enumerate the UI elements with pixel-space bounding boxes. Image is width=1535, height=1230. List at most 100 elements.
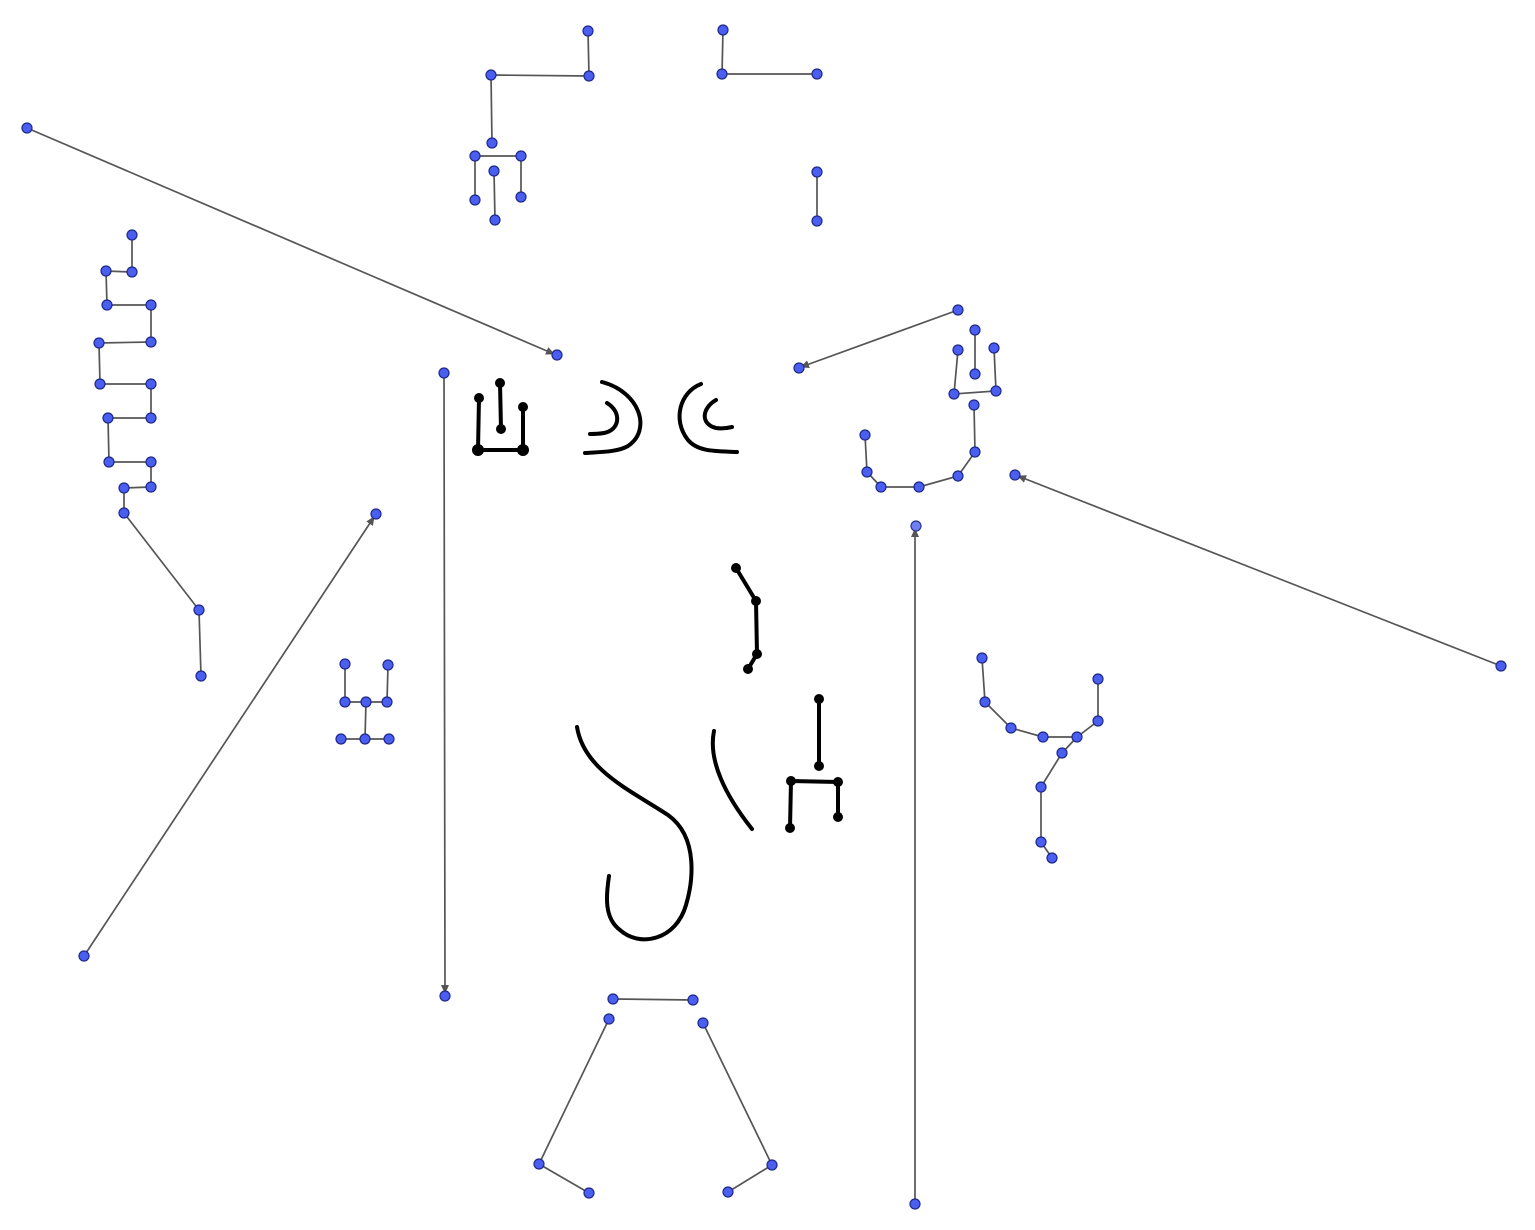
point[interactable] <box>195 670 207 682</box>
point[interactable] <box>515 191 527 203</box>
ink-right-arc-glyph <box>583 380 643 455</box>
point[interactable] <box>118 507 130 519</box>
point[interactable] <box>335 733 347 745</box>
point[interactable] <box>359 733 371 745</box>
central-ink-glyphs <box>472 378 843 942</box>
point[interactable] <box>952 344 964 356</box>
point[interactable] <box>126 266 138 278</box>
point[interactable] <box>382 659 394 671</box>
point[interactable] <box>21 122 33 134</box>
point[interactable] <box>1056 747 1068 759</box>
point[interactable] <box>687 994 699 1006</box>
point[interactable] <box>969 368 981 380</box>
point[interactable] <box>370 508 382 520</box>
point[interactable] <box>1046 852 1058 864</box>
point[interactable] <box>697 1017 709 1029</box>
point[interactable] <box>383 733 395 745</box>
arrow-far-right[interactable] <box>1017 475 1502 667</box>
point[interactable] <box>603 1013 615 1025</box>
point[interactable] <box>1071 731 1083 743</box>
point[interactable] <box>103 456 115 468</box>
point[interactable] <box>515 150 527 162</box>
point[interactable] <box>485 69 497 81</box>
right-fork-stroke[interactable] <box>953 329 997 395</box>
point[interactable] <box>101 299 113 311</box>
point[interactable] <box>118 482 130 494</box>
top-left-bracket-stroke[interactable] <box>490 30 590 144</box>
point[interactable] <box>811 68 823 80</box>
point[interactable] <box>100 265 112 277</box>
point[interactable] <box>1035 836 1047 848</box>
point[interactable] <box>583 1187 595 1199</box>
point[interactable] <box>1005 722 1017 734</box>
point[interactable] <box>486 137 498 149</box>
point[interactable] <box>145 378 157 390</box>
point[interactable] <box>976 652 988 664</box>
point[interactable] <box>717 24 729 36</box>
point[interactable] <box>607 993 619 1005</box>
point[interactable] <box>102 412 114 424</box>
arrows <box>26 127 1502 1205</box>
point[interactable] <box>360 696 372 708</box>
point[interactable] <box>909 1198 921 1210</box>
point[interactable] <box>339 696 351 708</box>
arrow-left-vertical[interactable] <box>440 372 449 994</box>
point[interactable] <box>948 388 960 400</box>
point[interactable] <box>78 950 90 962</box>
point[interactable] <box>859 429 871 441</box>
point[interactable] <box>126 229 138 241</box>
point[interactable] <box>145 299 157 311</box>
point[interactable] <box>793 362 805 374</box>
point[interactable] <box>811 166 823 178</box>
arrow-upper-right[interactable] <box>800 309 959 369</box>
point[interactable] <box>969 446 981 458</box>
point[interactable] <box>1495 660 1507 672</box>
point[interactable] <box>469 150 481 162</box>
point[interactable] <box>381 696 393 708</box>
point[interactable] <box>193 604 205 616</box>
point[interactable] <box>990 385 1002 397</box>
point[interactable] <box>93 337 105 349</box>
arrow-top-left-diagonal[interactable] <box>26 127 555 355</box>
point[interactable] <box>1037 731 1049 743</box>
top-left-branch-stroke[interactable] <box>474 155 522 221</box>
point[interactable] <box>913 481 925 493</box>
bottom-trapezoid-stroke[interactable] <box>537 998 774 1194</box>
point[interactable] <box>910 520 922 532</box>
point[interactable] <box>1092 673 1104 685</box>
point[interactable] <box>1035 781 1047 793</box>
point[interactable] <box>722 1186 734 1198</box>
point[interactable] <box>488 165 500 177</box>
point[interactable] <box>438 367 450 379</box>
point[interactable] <box>716 68 728 80</box>
point[interactable] <box>968 399 980 411</box>
point[interactable] <box>583 70 595 82</box>
point[interactable] <box>439 990 451 1002</box>
point[interactable] <box>469 194 481 206</box>
point[interactable] <box>969 324 981 336</box>
right-y-stroke[interactable] <box>981 657 1099 859</box>
point[interactable] <box>339 658 351 670</box>
point[interactable] <box>766 1159 778 1171</box>
point[interactable] <box>1009 469 1021 481</box>
point[interactable] <box>551 349 563 361</box>
point[interactable] <box>145 481 157 493</box>
arrow-left-diagonal[interactable] <box>83 516 375 957</box>
point[interactable] <box>988 342 1000 354</box>
point[interactable] <box>952 470 964 482</box>
point[interactable] <box>533 1158 545 1170</box>
point[interactable] <box>811 215 823 227</box>
point[interactable] <box>875 481 887 493</box>
point[interactable] <box>145 336 157 348</box>
top-right-bracket-stroke[interactable] <box>721 29 818 75</box>
point[interactable] <box>979 696 991 708</box>
point[interactable] <box>861 466 873 478</box>
point[interactable] <box>145 456 157 468</box>
point[interactable] <box>952 304 964 316</box>
point[interactable] <box>582 25 594 37</box>
point[interactable] <box>489 214 501 226</box>
point[interactable] <box>1092 715 1104 727</box>
point[interactable] <box>145 412 157 424</box>
point[interactable] <box>94 378 106 390</box>
